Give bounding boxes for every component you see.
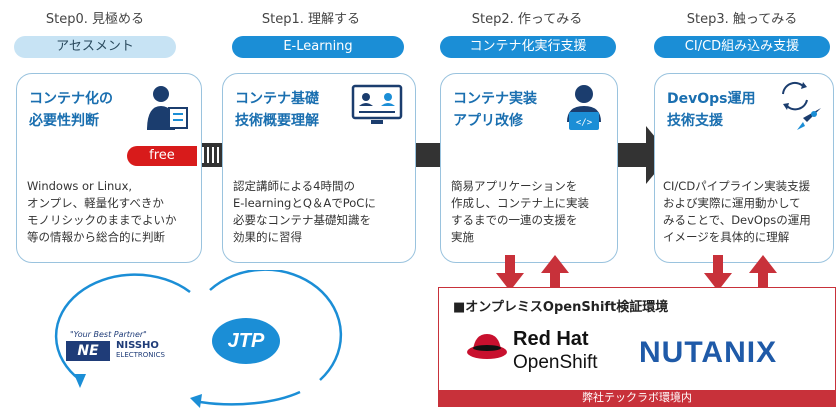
nutanix-logo: NUTANIX [639, 336, 778, 369]
pill-cicd: CI/CD組み込み支援 [654, 36, 830, 58]
redhat-line1: Red Hat [513, 328, 589, 350]
red-arrows-step2 [496, 255, 569, 291]
card-title: コンテナ化の 必要性判断 [29, 91, 113, 129]
step2-title: Step2. 作ってみる [471, 12, 583, 27]
ne-logo-mark: NE [66, 341, 110, 361]
video-conference-icon [351, 84, 403, 124]
free-badge: free [127, 146, 197, 166]
pill-assessment: アセスメント [14, 36, 176, 58]
card-title: コンテナ基礎 技術概要理解 [235, 91, 319, 129]
nissho-logo-line1: NISSHO [116, 340, 159, 351]
openshift-environment-box: ■オンプレミスOpenShift検証環境 Red Hat OpenShift N… [438, 287, 836, 407]
presenter-icon [147, 86, 188, 130]
nissho-logo-line2: ELECTRONICS [116, 351, 165, 359]
redhat-line2: OpenShift [513, 352, 598, 373]
environment-footer: 弊社テックラボ環境内 [439, 390, 835, 406]
card-step3: DevOps運用 技術支援 CI/CDパイプライン実装支援 および実際に運用動か… [654, 73, 834, 263]
card-body: 簡易アプリケーションを 作成し、コンテナ上に実装 するまでの一連の支援を 実施 [451, 179, 589, 244]
environment-title: ■オンプレミスOpenShift検証環境 [453, 300, 669, 315]
pill-containerize: コンテナ化実行支援 [440, 36, 616, 58]
card-body: Windows or Linux, オンプレ、軽量化すべきか モノリシックのまま… [27, 179, 177, 244]
step3-title: Step3. 触ってみる [686, 12, 798, 27]
jtp-logo-text: JTP [227, 330, 265, 352]
partner-cycle-arrows [54, 270, 343, 408]
connector-arrow-2 [415, 143, 441, 167]
card-step2: コンテナ実装 アプリ改修 </> 簡易アプリケーションを 作成し、コンテナ上に実… [440, 73, 618, 263]
step0-title: Step0. 見極める [45, 12, 145, 27]
card-body: 認定講師による4時間の E-learningとQ＆AでPoCに 必要なコンテナ基… [233, 179, 376, 244]
pill-elearning: E-Learning [232, 36, 404, 58]
svg-text:</>: </> [576, 118, 593, 128]
card-step0: コンテナ化の 必要性判断 free Windows or Linux, オンプレ… [16, 73, 202, 263]
step1-title: Step1. 理解する [261, 12, 361, 27]
developer-laptop-icon: </> [567, 85, 601, 130]
jtp-logo: JTP [212, 318, 280, 364]
card-body: CI/CDパイプライン実装支援 および実際に運用動かして みることで、DevOp… [663, 179, 811, 244]
card-title: コンテナ実装 アプリ改修 [453, 91, 537, 129]
redhat-hat-icon [467, 334, 507, 359]
connector-stripes [199, 147, 223, 163]
card-step1: コンテナ基礎 技術概要理解 認定講師による4時間の E-learningとQ＆A… [222, 73, 416, 263]
card-title: DevOps運用 技術支援 [667, 91, 756, 129]
red-arrows-step3 [704, 255, 777, 291]
partner-tagline: "Your Best Partner" [70, 330, 147, 339]
rocket-cycle-icon [782, 81, 821, 130]
